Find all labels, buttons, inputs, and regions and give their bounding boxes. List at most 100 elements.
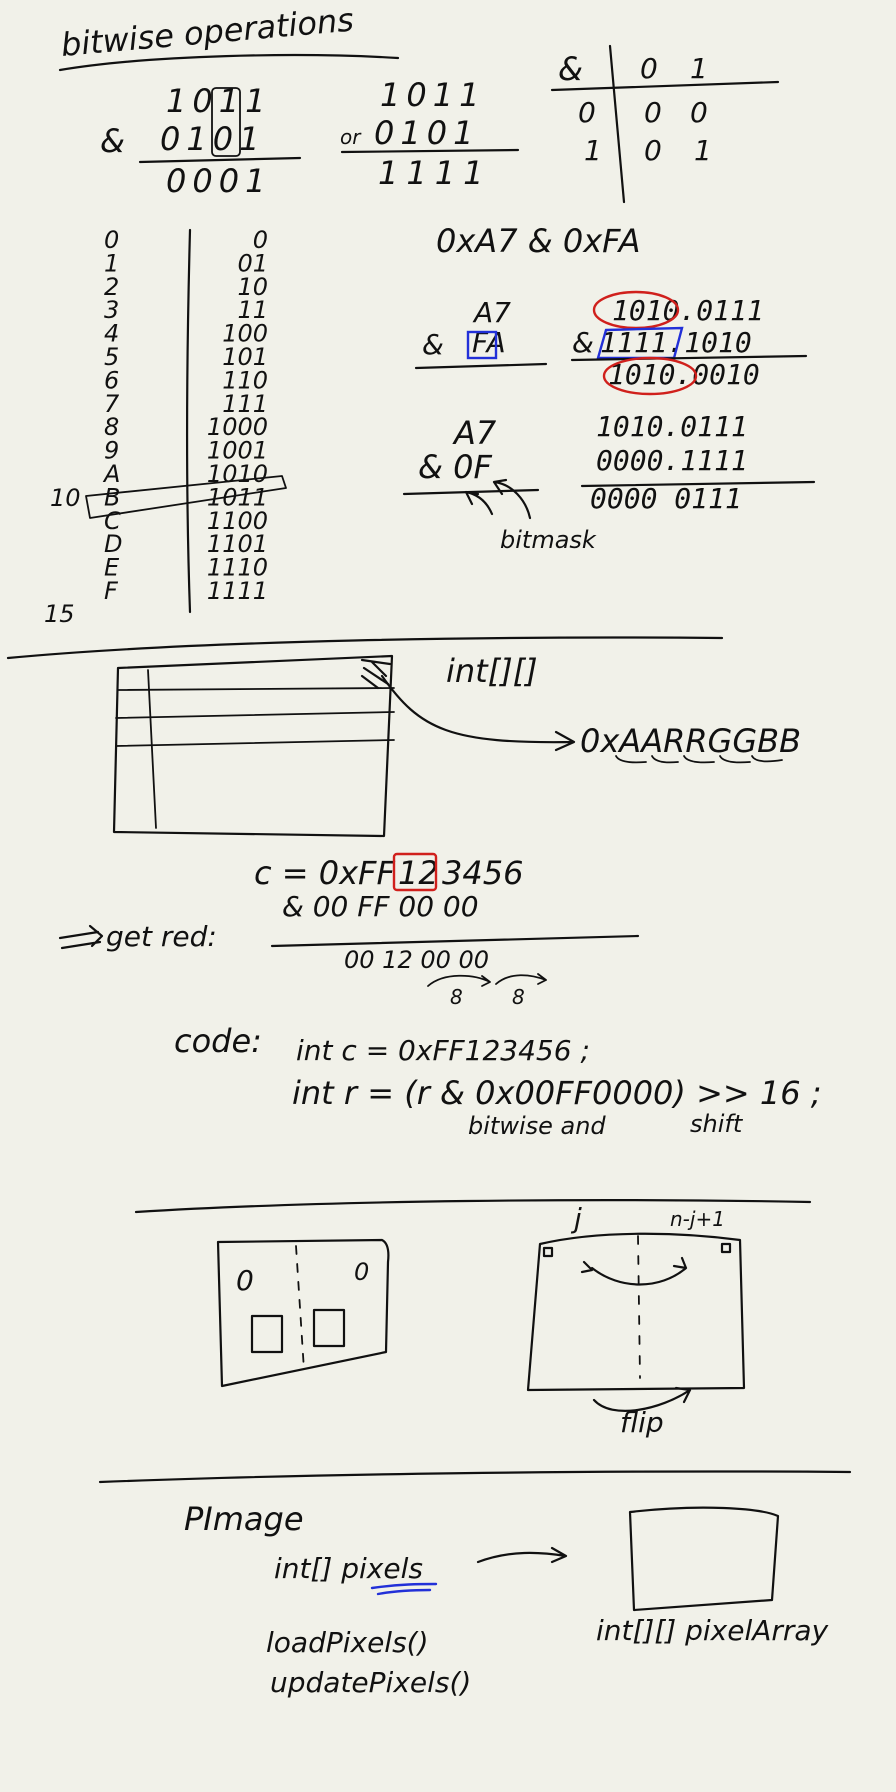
- hex-marker-15: 15: [44, 600, 75, 628]
- hex-binary-value: 1100: [207, 507, 268, 535]
- hex-marker-10: 10: [50, 484, 81, 512]
- hex-label: 0: [104, 226, 119, 254]
- hex-label: 9: [104, 437, 119, 465]
- hex-binary-value: 1101: [207, 530, 268, 558]
- truth-row0-label: 0: [578, 96, 596, 129]
- hex-row-a-highlight: [85, 475, 287, 519]
- truth-hline: [550, 80, 780, 92]
- hex-and-example: 0xA7 & 0xFA A7 & FA 1010.0111 & 1111.101…: [414, 222, 808, 396]
- hex-right-result-circle: [602, 356, 698, 396]
- mask-example: A7 & 0F bitmask 1010.0111 0000.1111 0000…: [402, 410, 816, 554]
- hex-label: F: [104, 577, 119, 605]
- pimage-update: updatePixels(): [270, 1666, 471, 1699]
- or-example: 1011 or 0101 1111: [340, 76, 520, 192]
- hex-label: A: [102, 460, 120, 488]
- mask-row1: 1010.0111: [596, 410, 748, 443]
- and-operand-b: 0101: [160, 120, 265, 158]
- or-result: 1111: [378, 154, 491, 192]
- truth-header-op: &: [558, 50, 583, 88]
- mask-arrow-2: [492, 478, 532, 520]
- code-note-and: bitwise and: [468, 1112, 606, 1140]
- pixel-grid-line: [117, 687, 395, 691]
- pimage-pixels: int[] pixels: [274, 1552, 423, 1585]
- flip-target-axis: [637, 1235, 641, 1379]
- section-divider-1: [6, 636, 724, 660]
- hex-left-b-box: [466, 330, 498, 360]
- flip-target-pixel-left: [542, 1246, 554, 1258]
- hex-binary-value: 0: [253, 226, 268, 254]
- and-rule: [138, 156, 302, 164]
- get-red-shift-arrow-2: [495, 973, 547, 985]
- get-red-label: get red:: [106, 920, 217, 953]
- get-red-rule: [270, 934, 640, 948]
- and-operator: &: [100, 122, 125, 160]
- truth-header-1: 1: [690, 52, 708, 85]
- pimage-pixels-underline: [370, 1582, 438, 1596]
- truth-row1-0: 0: [644, 134, 662, 167]
- flip-example: 0 0 j n-j+1 flip: [216, 1202, 746, 1439]
- get-red-highlight-box: [392, 852, 438, 892]
- mask-note: bitmask: [500, 526, 597, 554]
- pixel-grid-line: [115, 739, 395, 747]
- pixel-grid-line: [147, 669, 157, 829]
- mask-rule-right: [580, 480, 816, 488]
- truth-row1-1: 1: [694, 134, 712, 167]
- flip-col-mirror: n-j+1: [670, 1207, 725, 1231]
- hex-binary-value: 1011: [207, 483, 268, 511]
- flip-source-eye-left: 0: [236, 1264, 254, 1297]
- and-bit-highlight: [211, 87, 241, 157]
- hex-left-rule: [414, 362, 548, 370]
- pimage-array2d: int[][] pixelArray: [596, 1614, 829, 1647]
- get-red-arrow: [58, 924, 104, 950]
- hex-binary-value: 1001: [207, 437, 268, 465]
- hex-label: E: [104, 554, 120, 582]
- mask-b: & 0F: [418, 448, 492, 486]
- hex-label: 4: [104, 320, 119, 348]
- pixel-cell-shaded: [360, 658, 392, 690]
- truth-row1-label: 1: [584, 134, 602, 167]
- pixel-format-braces: [615, 755, 783, 764]
- pixel-type-label: int[][]: [446, 652, 538, 690]
- or-operand-b: 0101: [374, 114, 479, 152]
- flip-arrow: [592, 1386, 692, 1412]
- hex-label: D: [104, 530, 122, 558]
- hex-binary-value: 10: [237, 273, 268, 301]
- section-divider-2: [134, 1199, 812, 1214]
- pimage-label: PImage: [184, 1500, 304, 1538]
- title-underline: [58, 54, 400, 72]
- hex-label: 6: [104, 366, 119, 394]
- hex-binary-value: 01: [237, 249, 268, 277]
- hex-label: 7: [104, 390, 120, 418]
- get-red-example: get red: c = 0xFF 12 3456 & 00 FF 00 00 …: [58, 852, 640, 1009]
- flip-source-eye-right: 0: [354, 1258, 369, 1286]
- mask-row2: 0000.1111: [596, 444, 748, 477]
- or-operator: or: [340, 125, 362, 149]
- flip-source-square-right: [312, 1308, 346, 1348]
- hex-label: 3: [104, 296, 119, 324]
- hex-binary-value: 1111: [207, 577, 268, 605]
- flip-target-frame: [526, 1232, 746, 1392]
- get-red-result: 00 12 00 00: [344, 946, 489, 974]
- and-result: 0001: [166, 162, 271, 200]
- hex-label: 2: [104, 273, 119, 301]
- pixel-grid-frame: [112, 654, 394, 838]
- pimage-arrow: [476, 1546, 568, 1564]
- hex-left-op: &: [422, 328, 444, 361]
- hex-binary-value: 1110: [207, 554, 268, 582]
- pimage-frame: [628, 1506, 780, 1612]
- hex-left-a: A7: [472, 296, 511, 329]
- hex-label: 5: [104, 343, 119, 371]
- section-divider-3: [98, 1470, 852, 1484]
- get-red-shift-arrow-1: [427, 974, 491, 987]
- hex-and-title: 0xA7 & 0xFA: [436, 222, 641, 260]
- hex-label: 1: [104, 249, 119, 277]
- and-example: 1011 & 0101 0001: [100, 82, 302, 200]
- code-note-shift: shift: [690, 1110, 744, 1138]
- pimage-load: loadPixels(): [266, 1626, 429, 1659]
- hex-binary-value: 100: [222, 320, 268, 348]
- get-red-line1: c = 0xFF: [254, 854, 395, 892]
- mask-a: A7: [452, 414, 497, 452]
- get-red-line2: & 00 FF 00 00: [282, 890, 479, 923]
- get-red-highlight: 12: [398, 854, 439, 892]
